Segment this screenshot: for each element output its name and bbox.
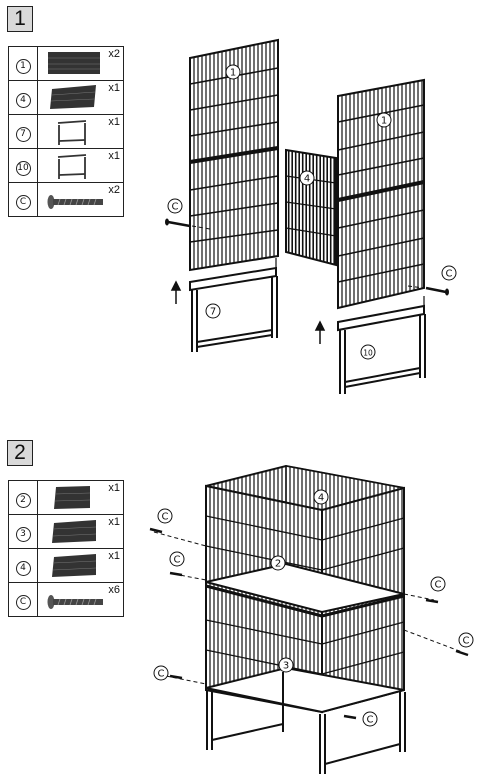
part-id: 1 — [15, 58, 31, 74]
part-row: 1 x2 — [8, 46, 124, 81]
step-1-parts-table: 1 x2 4 x1 7 x1 10 x1 C x2 — [8, 46, 124, 217]
callout-screw: C — [172, 202, 179, 213]
part-qty: x1 — [108, 516, 120, 528]
part-qty: x6 — [108, 584, 120, 596]
callout-middle: 2 — [275, 559, 281, 570]
callout-screw: C — [174, 555, 181, 566]
part-qty: x1 — [108, 482, 120, 494]
leg-frame-7 — [189, 258, 278, 352]
callout-screw: C — [162, 512, 169, 523]
frame-icon — [57, 120, 87, 145]
part-row: C x2 — [8, 182, 124, 217]
screw-icon — [149, 527, 469, 720]
panel-icon — [48, 52, 100, 74]
callout-screw: C — [367, 715, 374, 726]
part-qty: x1 — [108, 550, 120, 562]
step-1-diagram: 1 1 4 7 10 C C — [165, 38, 457, 394]
callout-leg-left: 7 — [210, 307, 216, 318]
part-row: 4 x1 — [8, 80, 124, 115]
step-2-diagram: 4 2 3 C C C C C C — [149, 464, 474, 774]
step-number: 2 — [14, 441, 26, 464]
callout-panel-right: 1 — [381, 116, 387, 127]
step-1-badge: 1 — [7, 6, 33, 32]
part-id: 4 — [15, 560, 31, 576]
callout-screw: C — [446, 269, 453, 280]
callout-door: 4 — [304, 174, 310, 185]
part-row: C x6 — [8, 582, 124, 617]
part-id: 4 — [15, 92, 31, 108]
part-qty: x2 — [108, 48, 120, 60]
callout-top: 4 — [318, 493, 324, 504]
callout-bottom: 3 — [283, 661, 289, 672]
part-id: 3 — [15, 526, 31, 542]
part-id: 7 — [15, 126, 31, 142]
part-id: 10 — [15, 160, 31, 176]
callout-screw: C — [463, 636, 470, 647]
part-qty: x1 — [108, 82, 120, 94]
right-panel — [337, 78, 425, 310]
callout-screw: C — [435, 580, 442, 591]
screw-icon — [47, 595, 103, 609]
screw-icon — [165, 218, 449, 296]
frame-icon — [57, 154, 87, 179]
part-id: C — [15, 194, 31, 210]
leg-frame-10 — [337, 296, 426, 394]
left-panel — [189, 38, 279, 272]
callout-panel-left: 1 — [230, 68, 236, 79]
step-2-badge: 2 — [7, 440, 33, 466]
part-id: C — [15, 594, 31, 610]
panel-icon — [50, 85, 96, 109]
part-qty: x1 — [108, 150, 120, 162]
step-2-parts-table: 2 x1 3 x1 4 x1 C x6 — [8, 480, 124, 617]
panel-icon — [54, 486, 91, 509]
part-row: 10 x1 — [8, 148, 124, 183]
panel-icon — [52, 520, 97, 543]
up-arrow — [170, 280, 326, 344]
callout-leg-right: 10 — [363, 349, 373, 358]
callout-screw: C — [158, 669, 165, 680]
part-qty: x1 — [108, 116, 120, 128]
part-qty: x2 — [108, 184, 120, 196]
screw-icon — [47, 195, 103, 209]
panel-icon — [52, 554, 97, 577]
door-panel — [285, 148, 337, 267]
step-number: 1 — [14, 7, 26, 30]
callout-labels — [167, 64, 457, 360]
part-id: 2 — [15, 492, 31, 508]
